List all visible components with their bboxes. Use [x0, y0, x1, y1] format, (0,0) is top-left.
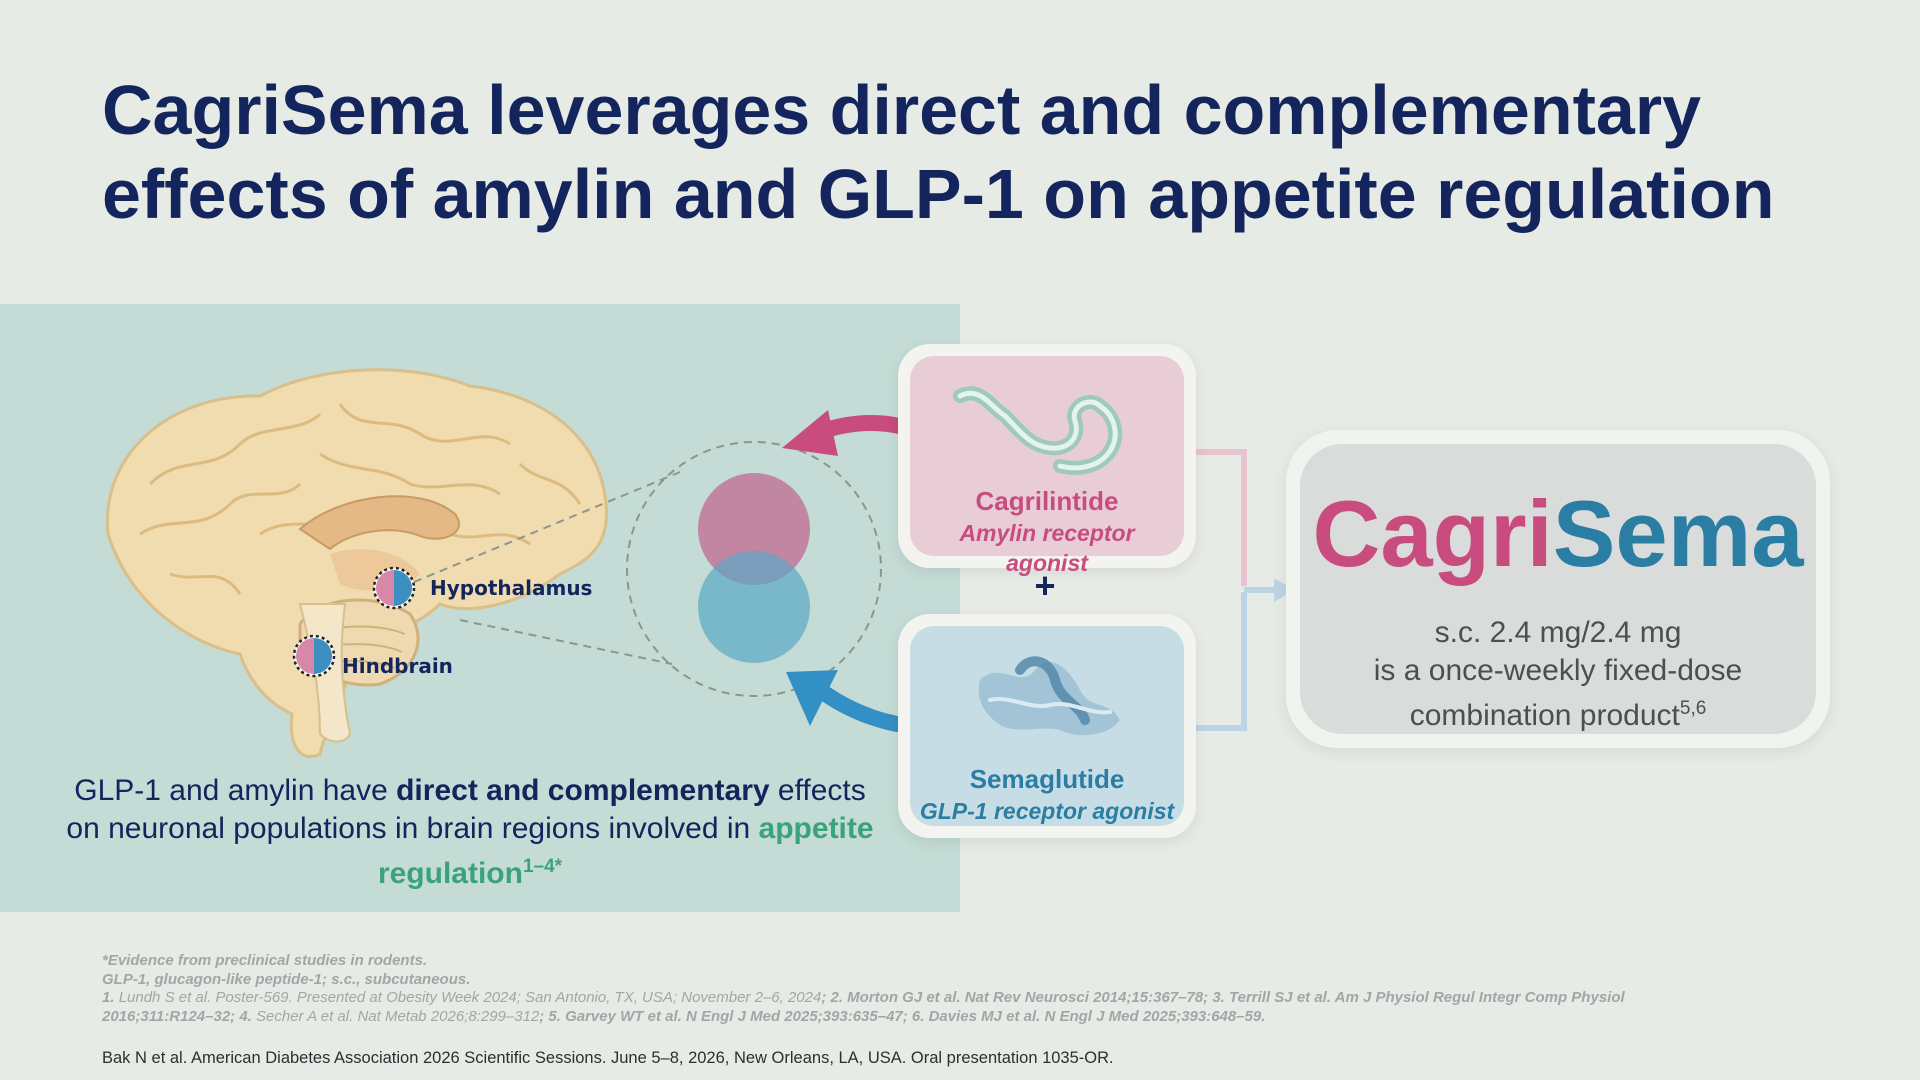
amylin-circle — [698, 473, 810, 585]
slide-title: CagriSema leverages direct and complemen… — [102, 68, 1882, 236]
cagrilintide-desc-line-1: Amylin receptor — [959, 520, 1135, 546]
brain-gyri — [139, 403, 582, 595]
semaglutide-molecule-icon — [978, 656, 1120, 736]
footnote-line-2: GLP-1, glucagon-like peptide-1; s.c., su… — [102, 970, 471, 988]
footnotes: *Evidence from preclinical studies in ro… — [102, 952, 1802, 1026]
hindbrain-marker — [292, 634, 336, 678]
cagrisema-name-part-1: Cagri — [1312, 481, 1553, 586]
hindbrain-label: Hindbrain — [342, 654, 453, 678]
cagrilintide-card: Cagrilintide Amylin receptor agonist — [898, 344, 1196, 576]
cagrisema-card-inner: CagriSema s.c. 2.4 mg/2.4 mg is a once-w… — [1300, 444, 1816, 734]
cagrisema-desc-line-1: s.c. 2.4 mg/2.4 mg — [1434, 616, 1682, 649]
slide-title-line-2: effects of amylin and GLP-1 on appetite … — [102, 155, 1775, 233]
connector-blue — [1196, 592, 1247, 731]
glp1-arrowhead — [786, 670, 838, 726]
glp1-circle — [698, 551, 810, 663]
brain-caption: GLP-1 and amylin have direct and complem… — [60, 772, 880, 893]
cagrilintide-molecule-icon — [953, 386, 1123, 475]
cagrisema-card: CagriSema s.c. 2.4 mg/2.4 mg is a once-w… — [1286, 430, 1830, 748]
caption-part-4: appetite regulation — [377, 812, 874, 890]
footnote-line-4-a: 2016;311:R124–32; 4. — [102, 1007, 256, 1025]
footnote-line-4-b: Secher A et al. Nat Metab 2026;8:299–312 — [256, 1007, 540, 1025]
cagrisema-desc-line-2: is a once-weekly fixed-dose — [1373, 654, 1743, 687]
cagrisema-desc: s.c. 2.4 mg/2.4 mg is a once-weekly fixe… — [1300, 614, 1816, 735]
cagrisema-desc-superscript: 5,6 — [1679, 698, 1707, 719]
footnote-line-3-a: 1. — [102, 989, 119, 1006]
cagrilintide-desc-line-2: agonist — [1006, 550, 1088, 576]
cagrilintide-desc: Amylin receptor agonist — [910, 518, 1184, 578]
footnote-line-4-c: ; 5. Garvey WT et al. N Engl J Med 2025;… — [539, 1007, 1266, 1025]
cagrisema-desc-line-3: combination product5,6 — [1300, 690, 1816, 735]
caption-part-2: direct and complementary — [396, 774, 770, 807]
caption-part-1: GLP-1 and amylin have — [74, 774, 397, 807]
slide-title-line-1: CagriSema leverages direct and complemen… — [102, 71, 1702, 149]
cagrisema-name-part-2: Sema — [1552, 481, 1804, 586]
amylin-arrowhead — [782, 410, 838, 456]
footnote-line-4: 2016;311:R124–32; 4. Secher A et al. Nat… — [102, 1008, 1802, 1027]
cagrilintide-card-inner: Cagrilintide Amylin receptor agonist — [910, 356, 1184, 576]
plus-sign: + — [1034, 565, 1056, 606]
connector-pink — [1196, 449, 1247, 586]
semaglutide-desc: GLP-1 receptor agonist — [919, 798, 1175, 824]
hypothalamus-marker — [372, 566, 416, 610]
semaglutide-card-inner: Semaglutide GLP-1 receptor agonist — [910, 626, 1184, 826]
hypothalamus-label: Hypothalamus — [430, 576, 593, 600]
footnote-line-3: 1. Lundh S et al. Poster-569. Presented … — [102, 989, 1802, 1008]
caption-superscript: 1–4* — [522, 856, 563, 877]
semaglutide-card: Semaglutide GLP-1 receptor agonist — [898, 614, 1196, 838]
source-citation: Bak N et al. American Diabetes Associati… — [102, 1049, 1114, 1067]
brain-panel: Hypothalamus Hindbrain GLP-1 and amylin … — [0, 304, 960, 912]
caption-part-3: effects on neuronal populations in brain… — [66, 774, 866, 845]
corpus-callosum-shape — [298, 495, 460, 551]
cagrisema-name: CagriSema — [1300, 484, 1816, 584]
brain-illustration — [105, 368, 882, 758]
connector-arrowhead — [1274, 578, 1294, 602]
cagrisema-desc-line-3-text: combination product — [1409, 699, 1680, 732]
footnote-line-3-b: Lundh S et al. Poster-569. Presented at … — [118, 989, 822, 1006]
footnote-line-1: *Evidence from preclinical studies in ro… — [102, 952, 428, 969]
zoom-line-top — [413, 471, 681, 583]
cagrilintide-name: Cagrilintide — [975, 486, 1119, 516]
semaglutide-name: Semaglutide — [969, 764, 1125, 794]
footnote-line-3-c: ; 2. Morton GJ et al. Nat Rev Neurosci 2… — [821, 989, 1625, 1006]
zoom-circle — [626, 441, 882, 697]
